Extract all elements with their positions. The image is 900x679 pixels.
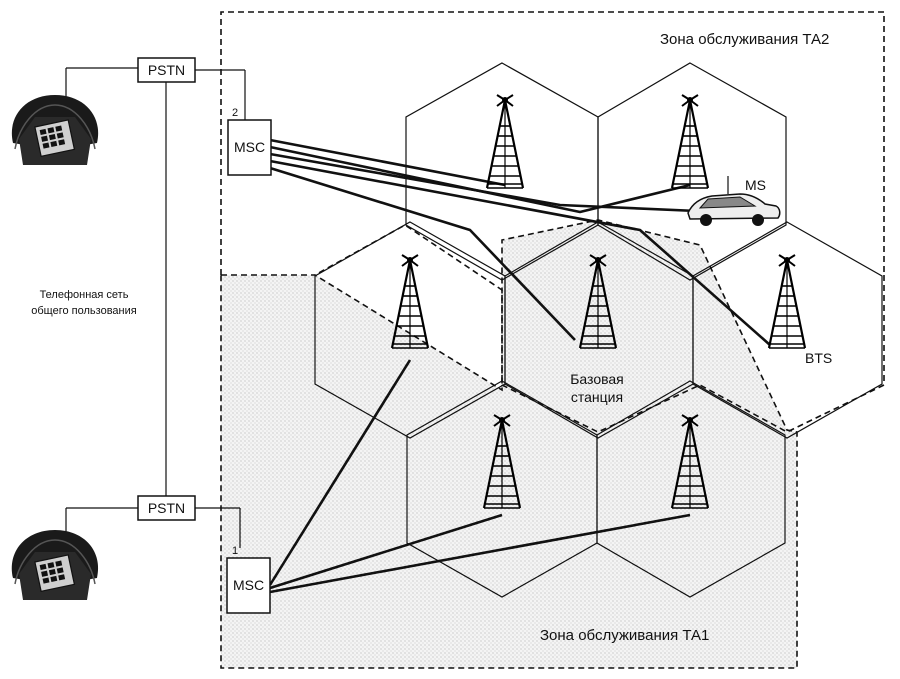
- zone-ta1-label: Зона обслуживания ТА1: [540, 627, 709, 644]
- msc-top-label: MSC: [234, 139, 265, 155]
- pstn-bottom-label: PSTN: [148, 500, 185, 516]
- antenna-tower-icon: [670, 93, 710, 190]
- base-station-label-line2: станция: [571, 389, 623, 405]
- msc-top-box: [227, 119, 272, 176]
- bts-label: BTS: [805, 350, 832, 366]
- pstn-bottom-box: [137, 495, 196, 521]
- pstn-top-box: [137, 57, 196, 83]
- telephone-icon: [11, 529, 99, 601]
- pstn-network-label-line2: общего пользования: [31, 305, 136, 317]
- zone-ta2-label: Зона обслуживания ТА2: [660, 31, 829, 48]
- zone-ta1-area: [220, 219, 798, 669]
- base-station-label-line1: Базовая: [570, 371, 624, 387]
- pstn-network-label-line1: Телефонная сеть: [40, 289, 129, 301]
- telephone-icon: [11, 94, 99, 166]
- antenna-tower-icon: [767, 253, 807, 350]
- ms-label: MS: [745, 177, 766, 193]
- msc-bottom-box: [226, 557, 271, 614]
- msc-bottom-number: 1: [232, 545, 238, 557]
- cell-bottom-right: [596, 380, 786, 598]
- msc-top-number: 2: [232, 107, 238, 119]
- msc-bottom-label: MSC: [233, 577, 264, 593]
- network-links: [65, 67, 771, 594]
- antenna-tower-icon: [485, 93, 525, 190]
- car-icon: [687, 176, 781, 226]
- pstn-top-label: PSTN: [148, 62, 185, 78]
- cell-top-right: [597, 62, 787, 281]
- zone-ta2-border: [220, 11, 885, 275]
